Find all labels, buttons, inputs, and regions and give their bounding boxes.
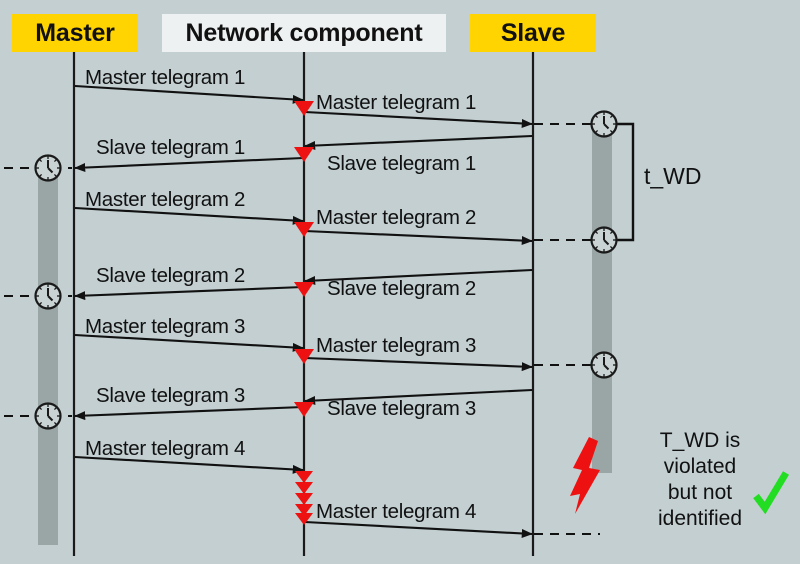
delay-marker (295, 482, 313, 494)
watchdog-bracket (614, 122, 635, 242)
arrow-master-telegram-4-to-network (74, 455, 304, 474)
arrow-master-telegram-2-to-network (74, 206, 304, 225)
arrow-slave-telegram-2-to-master (74, 285, 304, 301)
message-label-slave-telegram-1-to-network: Slave telegram 1 (96, 136, 246, 159)
clock-icons (34, 110, 618, 430)
arrow-slave-telegram-1-to-network (304, 134, 533, 151)
lifeline-header-master: Master (12, 14, 138, 52)
delay-marker (294, 222, 314, 237)
clock-icon (590, 110, 618, 138)
delay-marker (294, 101, 314, 116)
message-label-master-telegram-4-to-slave: Master telegram 4 (316, 500, 477, 523)
watchdog-time-label: t_WD (644, 163, 702, 189)
message-label-master-telegram-4-to-network: Master telegram 4 (85, 437, 246, 460)
arrow-master-telegram-2-to-slave (304, 229, 533, 246)
violation-note: T_WD is violated but not identified (625, 428, 775, 532)
message-label-master-telegram-2-to-network: Master telegram 2 (85, 188, 246, 211)
message-label-master-telegram-3-to-slave: Master telegram 3 (316, 334, 477, 357)
clock-icon (590, 351, 618, 379)
message-arrows (74, 84, 533, 538)
message-label-master-telegram-1-to-network: Master telegram 1 (85, 66, 246, 89)
arrow-master-telegram-3-to-network (74, 333, 304, 352)
activation-bars (38, 118, 612, 545)
message-label-master-telegram-3-to-network: Master telegram 3 (85, 315, 246, 338)
arrow-master-telegram-3-to-slave (304, 356, 533, 372)
message-label-slave-telegram-3-to-network: Slave telegram 3 (96, 384, 246, 407)
clock-icon (34, 282, 62, 310)
clock-icon (590, 226, 618, 254)
violation-note-line: identified (657, 507, 743, 530)
arrow-slave-telegram-2-to-network (304, 268, 533, 286)
arrow-master-telegram-4-to-slave (304, 520, 533, 538)
lifeline-header-network-component-label: Network component (185, 18, 423, 47)
violation-note-line: T_WD is (659, 429, 741, 452)
violation-note-line: but not (667, 481, 733, 504)
lifeline-header-slave-label: Slave (500, 18, 566, 47)
delay-markers (294, 101, 314, 525)
message-label-slave-telegram-1-to-master: Slave telegram 1 (327, 152, 477, 175)
activation-bar-master (38, 170, 58, 545)
message-label-slave-telegram-3-to-master: Slave telegram 3 (327, 397, 477, 420)
delay-marker (295, 493, 313, 505)
violation-note-line: violated (663, 455, 737, 478)
delay-marker (295, 513, 313, 525)
clock-icon (34, 154, 62, 182)
clock-icon (34, 402, 62, 430)
arrow-slave-telegram-3-to-network (304, 388, 533, 406)
message-label-master-telegram-1-to-slave: Master telegram 1 (316, 91, 477, 114)
arrow-slave-telegram-1-to-master (74, 156, 304, 173)
check-mark-icon (753, 471, 790, 515)
delay-marker (295, 471, 313, 483)
message-label-slave-telegram-2-to-network: Slave telegram 2 (96, 264, 246, 287)
delay-marker (294, 147, 314, 162)
message-label-slave-telegram-2-to-master: Slave telegram 2 (327, 277, 477, 300)
lifeline-header-master-label: Master (35, 18, 115, 47)
arrow-master-telegram-1-to-slave (304, 110, 533, 128)
activation-bar-slave (592, 118, 612, 473)
clock-connectors-slave (534, 122, 600, 536)
delay-marker (294, 402, 314, 417)
delay-marker (294, 282, 314, 297)
lightning-bolt-icon (570, 437, 600, 514)
lifeline-header-slave: Slave (470, 14, 596, 52)
message-label-master-telegram-2-to-slave: Master telegram 2 (316, 206, 477, 229)
lifeline-header-network-component: Network component (162, 14, 446, 52)
delay-marker (295, 504, 313, 516)
arrow-master-telegram-1-to-network (74, 84, 304, 104)
delay-marker (294, 349, 314, 364)
arrow-slave-telegram-3-to-master (74, 405, 304, 421)
